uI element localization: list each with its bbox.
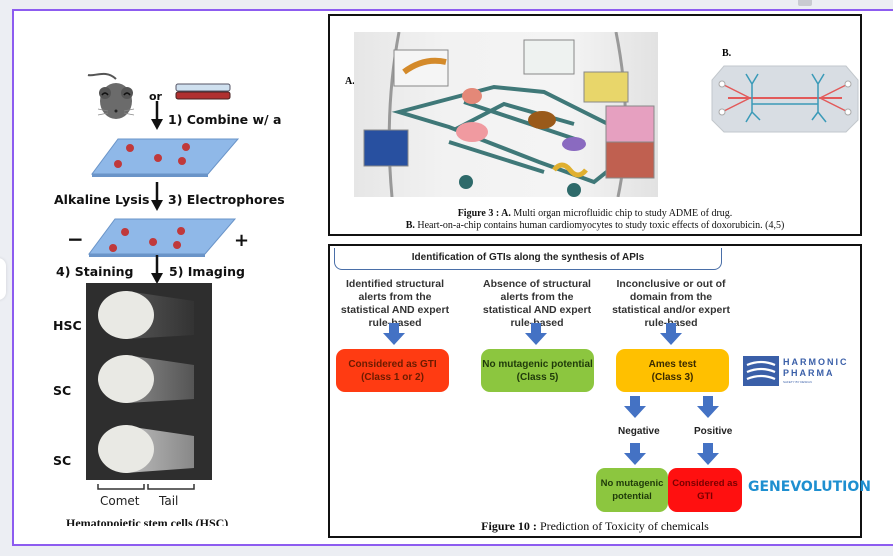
arrow-down-icon bbox=[383, 323, 405, 345]
row-label-1: HSC bbox=[53, 318, 82, 333]
step2-label: Alkaline Lysis bbox=[54, 192, 150, 207]
comet-image bbox=[86, 283, 212, 480]
side-panel-tab[interactable] bbox=[0, 258, 6, 300]
panel-a-label: A. bbox=[345, 76, 355, 87]
figure-3: A. bbox=[328, 14, 862, 236]
step3-label: 3) Electrophores bbox=[168, 192, 285, 207]
slide-with-cells bbox=[91, 138, 240, 177]
arrow-down-icon bbox=[151, 182, 163, 211]
arrow-down-icon bbox=[624, 443, 646, 465]
caption-line-2: B. Heart-on-a-chip contains human cardio… bbox=[405, 220, 785, 231]
slide-page: or 1) Combine w/ a Alkaline Lysis 3) Ele… bbox=[12, 9, 893, 546]
arrow-down-icon bbox=[697, 443, 719, 465]
waves-logo-icon bbox=[743, 356, 779, 386]
petri-dish-icon bbox=[175, 83, 231, 100]
arrow-down-icon bbox=[525, 323, 547, 345]
arrow-down-icon bbox=[697, 396, 719, 418]
comet-label: Comet bbox=[100, 494, 140, 508]
comet-drawing bbox=[98, 291, 194, 473]
comet-tail-brackets bbox=[97, 484, 195, 490]
positive-label: Positive bbox=[694, 426, 733, 437]
arrow-down-icon bbox=[151, 255, 163, 284]
multi-organ-chip-illustration bbox=[354, 32, 658, 197]
pharma-text: PHARMA bbox=[783, 368, 835, 378]
arrow-down-icon bbox=[660, 323, 682, 345]
toolbar-handle[interactable] bbox=[798, 0, 812, 6]
arrow-down-icon bbox=[151, 101, 163, 130]
harmonic-text: HARMONIC bbox=[783, 357, 849, 367]
slide-electrophoresis bbox=[88, 218, 237, 257]
negative-label: Negative bbox=[618, 426, 660, 437]
genevolution-logo: GENEVOLUTION bbox=[748, 479, 871, 495]
step5-label: 5) Imaging bbox=[169, 264, 245, 279]
condition-absence: Absence of structural alerts from the st… bbox=[482, 278, 592, 329]
arrow-down-icon bbox=[624, 396, 646, 418]
heart-on-chip-illustration bbox=[711, 65, 859, 133]
figure-3-caption: Figure 3 : A. Multi organ microfluidic c… bbox=[330, 208, 860, 232]
tail-label: Tail bbox=[159, 494, 179, 508]
harmonic-tagline: SAFETY BY DESIGN bbox=[783, 380, 812, 384]
mouse-icon bbox=[87, 72, 135, 119]
condition-inconclusive: Inconclusive or out of domain from the s… bbox=[612, 278, 730, 329]
condition-identified: Identified structural alerts from the st… bbox=[340, 278, 450, 329]
box-considered-gti: Considered as GTI(Class 1 or 2) bbox=[336, 349, 449, 392]
gti-flow-header: Identification of GTIs along the synthes… bbox=[334, 248, 722, 270]
box-ames-test: Ames test(Class 3) bbox=[616, 349, 729, 392]
figure-10: Identification of GTIs along the synthes… bbox=[328, 244, 871, 538]
caption-line-1: Figure 3 : A. Multi organ microfluidic c… bbox=[457, 208, 733, 219]
harmonic-pharma-logo: HARMONIC PHARMA SAFETY BY DESIGN bbox=[743, 356, 855, 386]
step4-label: 4) Staining bbox=[56, 264, 134, 279]
comet-assay-figure: or 1) Combine w/ a Alkaline Lysis 3) Ele… bbox=[14, 11, 314, 546]
figure-caption-hsc: Hematopoietic stem cells (HSC) bbox=[66, 516, 229, 526]
minus-electrode: − bbox=[67, 227, 84, 251]
step1-label: 1) Combine w/ a bbox=[168, 112, 282, 127]
figure-10-caption: Figure 10 : Prediction of Toxicity of ch… bbox=[481, 519, 709, 533]
panel-b-label: B. bbox=[722, 48, 732, 59]
or-label: or bbox=[149, 90, 162, 103]
row-label-3: SC bbox=[53, 453, 72, 468]
plus-electrode: + bbox=[234, 230, 250, 251]
row-label-2: SC bbox=[53, 383, 72, 398]
box-no-mutagenic: No mutagenic potential(Class 5) bbox=[481, 349, 594, 392]
